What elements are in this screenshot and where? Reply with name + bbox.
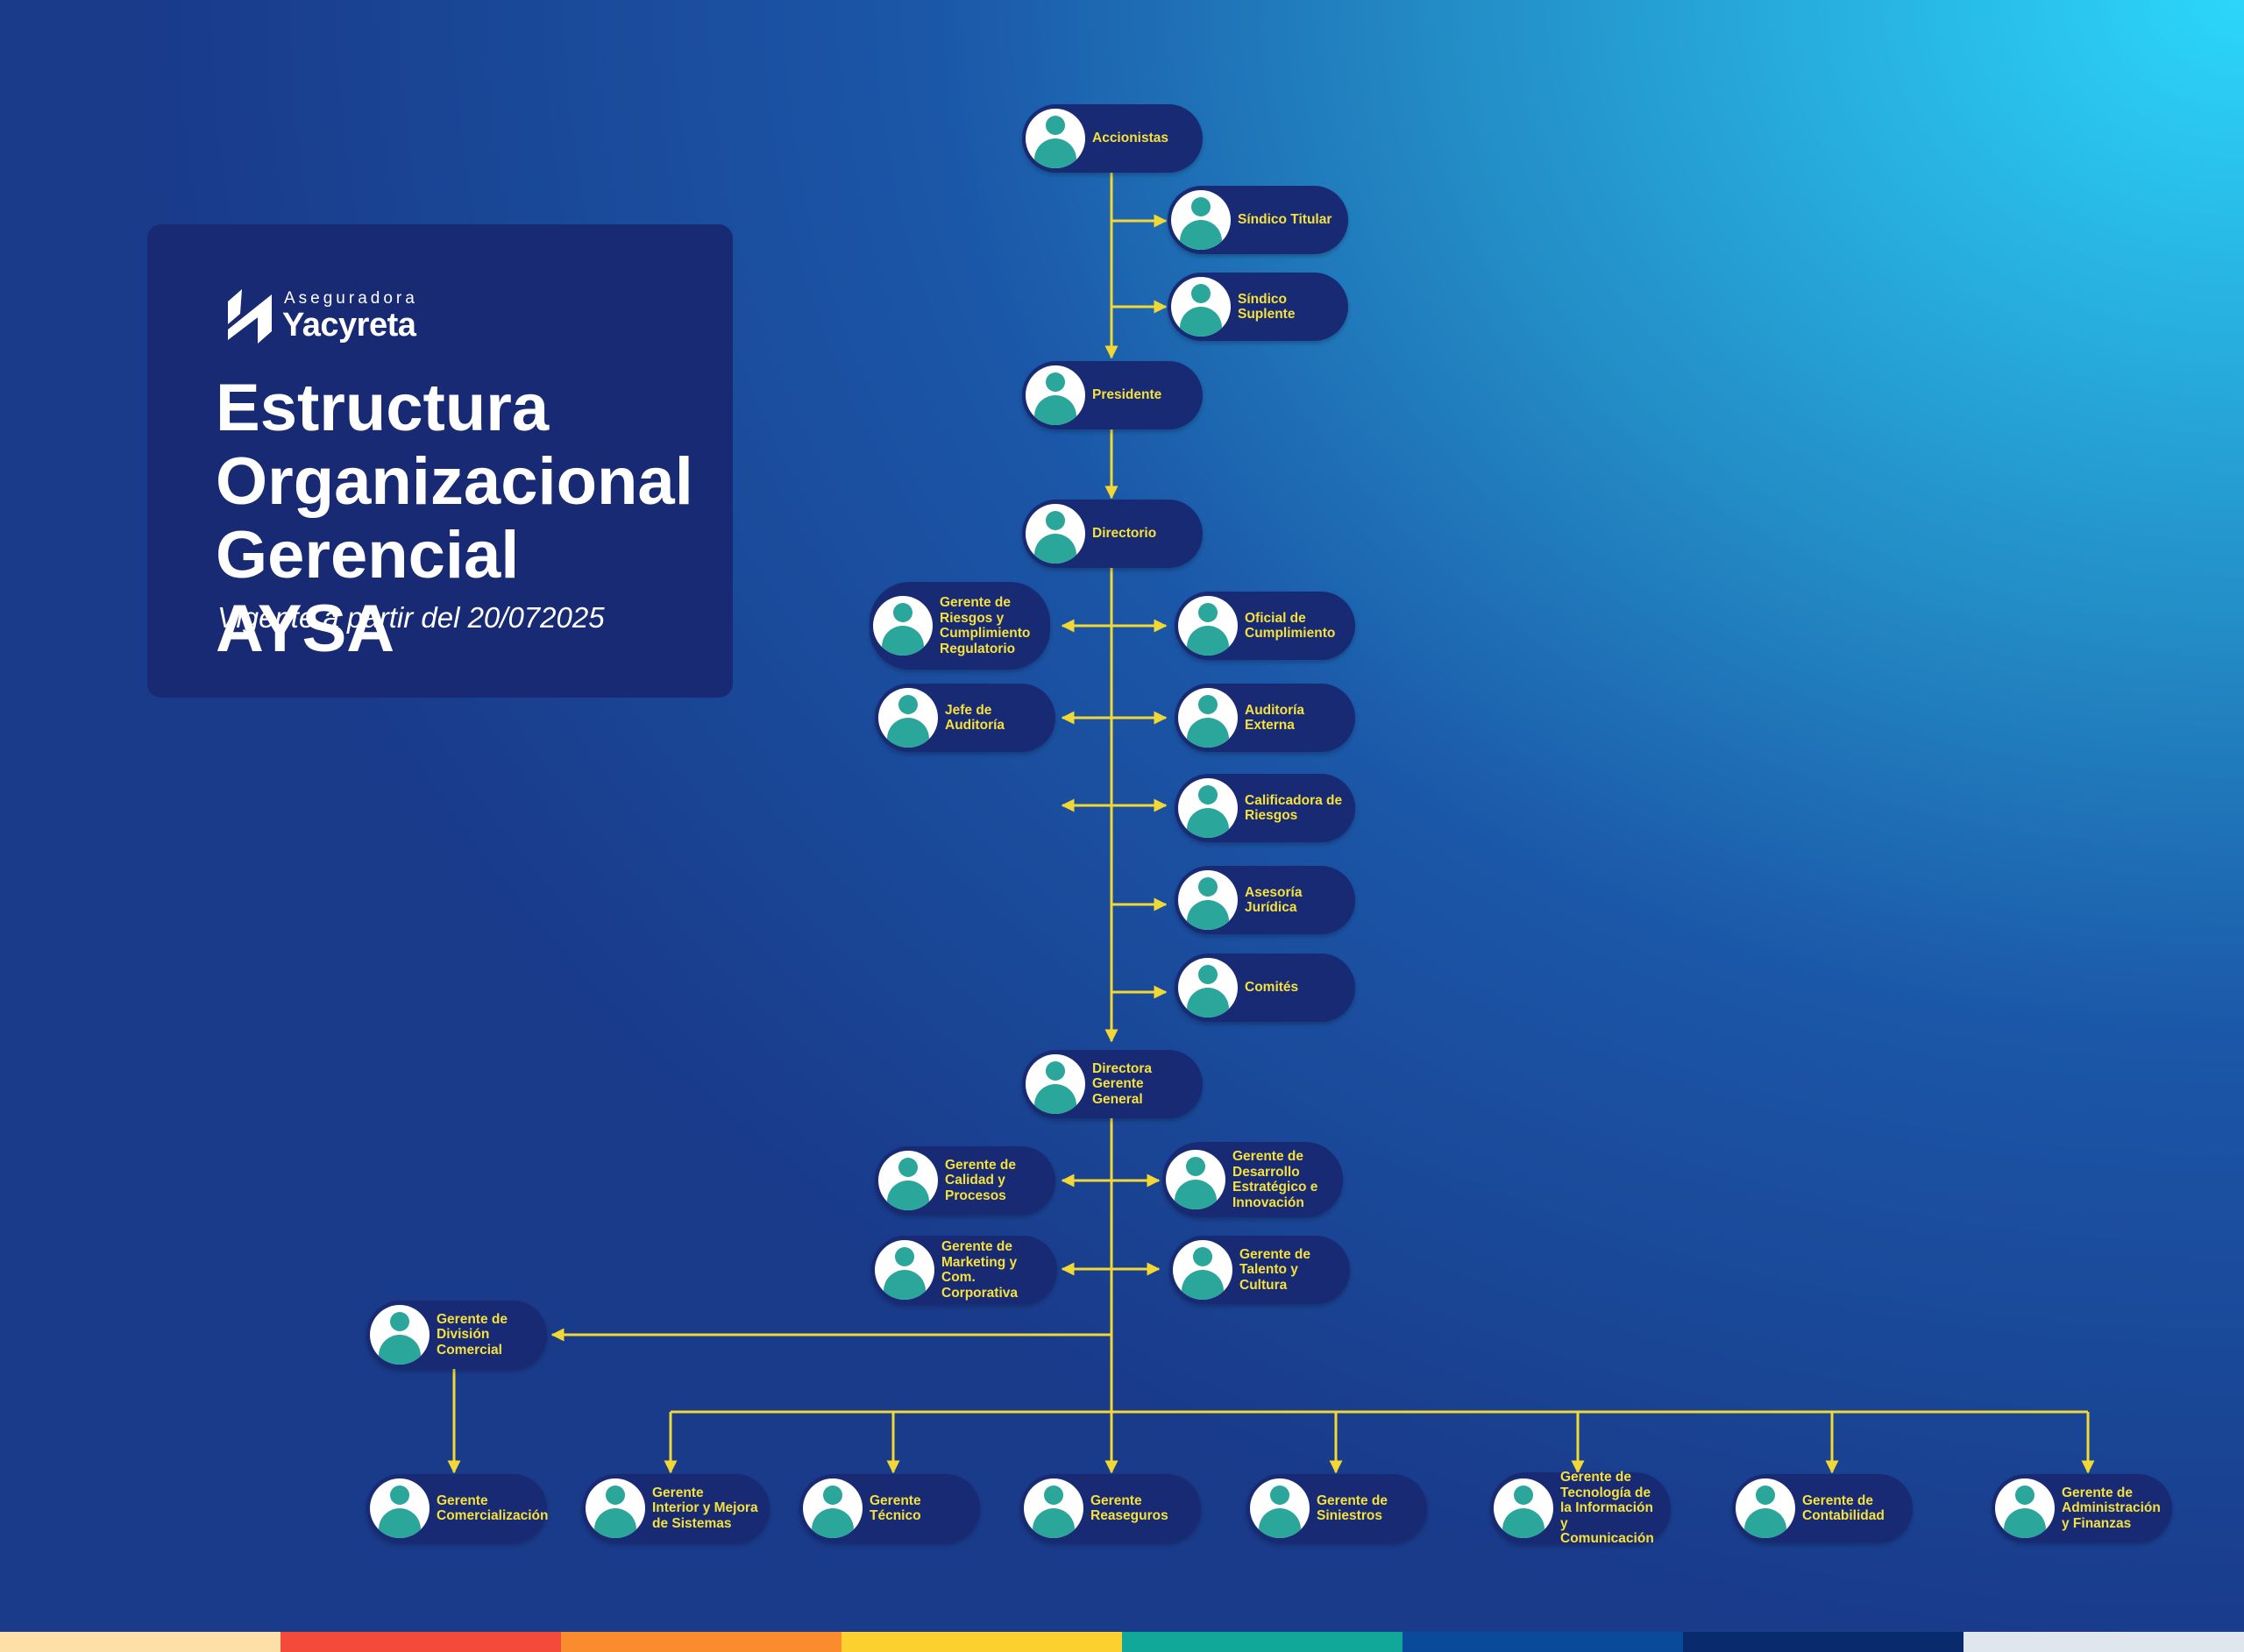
node-label: Directora Gerente General [1092, 1060, 1153, 1107]
person-icon [1494, 1478, 1553, 1538]
node-label: Gerente Reaseguros [1090, 1492, 1168, 1524]
node-gerente-division-comercial: Gerente de División Comercial [366, 1301, 547, 1369]
person-icon [1171, 277, 1231, 337]
node-gerente-administracion: Gerente de Administración y Finanzas [1992, 1474, 2172, 1542]
node-label: Directorio [1092, 526, 1157, 542]
node-calificadora-riesgos: Calificadora de Riesgos [1175, 774, 1355, 842]
title-card: Aseguradora Yacyreta Estructura Organiza… [147, 224, 733, 698]
node-label: Gerente de Talento y Cultura [1239, 1246, 1310, 1293]
color-bar-segment [1964, 1632, 2244, 1652]
logo-small-text: Aseguradora [284, 289, 418, 308]
person-icon [1736, 1478, 1795, 1538]
logo-large-text: Yacyreta [282, 307, 416, 344]
node-gerente-reaseguros: Gerente Reaseguros [1020, 1474, 1201, 1542]
node-presidente: Presidente [1022, 361, 1203, 429]
node-auditoria-externa: Auditoría Externa [1175, 684, 1355, 752]
node-label: Síndico Suplente [1238, 291, 1296, 323]
node-gerente-tecnologia: Gerente de Tecnología de la Información … [1490, 1470, 1671, 1547]
bottom-color-bar [0, 1632, 2244, 1652]
person-icon [878, 1151, 938, 1210]
node-label: Jefe de Auditoría [945, 702, 1005, 734]
node-label: Comités [1245, 980, 1299, 996]
node-oficial-cumplimiento: Oficial de Cumplimiento [1175, 592, 1355, 660]
person-icon [875, 1240, 934, 1300]
color-bar-segment [1402, 1632, 1683, 1652]
node-gerente-calidad: Gerente de Calidad y Procesos [875, 1146, 1055, 1215]
node-asesoria-juridica: Asesoría Jurídica [1175, 866, 1355, 934]
person-icon [1026, 1054, 1085, 1114]
person-icon [1178, 688, 1238, 748]
node-label: Gerente de Desarrollo Estratégico e Inno… [1232, 1149, 1318, 1210]
person-icon [1171, 190, 1231, 250]
node-label: Presidente [1092, 387, 1162, 403]
node-label: Síndico Titular [1238, 212, 1332, 228]
node-label: Gerente Interior y Mejora de Sistemas [652, 1485, 758, 1531]
node-label: Asesoría Jurídica [1245, 884, 1303, 916]
node-label: Gerente de División Comercial [437, 1311, 508, 1358]
page-title: Estructura Organizacional Gerencial AYSA [216, 371, 693, 666]
person-icon [1178, 958, 1238, 1017]
node-label: Gerente de Contabilidad [1802, 1492, 1885, 1524]
node-label: Gerente Técnico [870, 1492, 921, 1524]
person-icon [370, 1305, 430, 1365]
color-bar-segment [561, 1632, 842, 1652]
person-icon [1250, 1478, 1310, 1538]
node-label: Gerente de Calidad y Procesos [945, 1157, 1016, 1203]
node-sindico-titular: Síndico Titular [1168, 186, 1348, 254]
node-label: Gerente de Riesgos y Cumplimiento Regula… [940, 595, 1031, 656]
person-icon [1166, 1150, 1225, 1209]
color-bar-segment [1122, 1632, 1402, 1652]
node-label: Accionistas [1092, 131, 1169, 146]
node-gerente-tecnico: Gerente Técnico [799, 1474, 980, 1542]
person-icon [1995, 1478, 2055, 1538]
node-gerente-siniestros: Gerente de Siniestros [1246, 1474, 1427, 1542]
node-gerente-desarrollo: Gerente de Desarrollo Estratégico e Inno… [1162, 1142, 1343, 1217]
person-icon [370, 1478, 430, 1538]
person-icon [803, 1478, 863, 1538]
node-gerente-riesgos: Gerente de Riesgos y Cumplimiento Regula… [870, 582, 1050, 670]
node-gerente-talento: Gerente de Talento y Cultura [1169, 1236, 1350, 1304]
node-label: Gerente de Siniestros [1317, 1492, 1388, 1524]
person-icon [1026, 504, 1085, 564]
color-bar-segment [0, 1632, 280, 1652]
node-label: Gerente de Administración y Finanzas [2062, 1485, 2161, 1531]
node-jefe-auditoria: Jefe de Auditoría [875, 684, 1055, 752]
node-label: Calificadora de Riesgos [1245, 792, 1343, 824]
node-gerente-comercializacion: Gerente Comercialización [366, 1474, 549, 1542]
logo-mark-icon [228, 289, 272, 344]
node-accionistas: Accionistas [1022, 104, 1203, 173]
node-label: Gerente Comercialización [437, 1492, 549, 1524]
node-label: Auditoría Externa [1245, 702, 1305, 734]
node-gerente-interior: Gerente Interior y Mejora de Sistemas [582, 1474, 770, 1542]
node-gerente-marketing: Gerente de Marketing y Com. Corporativa [871, 1236, 1057, 1304]
person-icon [878, 688, 938, 748]
color-bar-segment [1683, 1632, 1964, 1652]
node-sindico-suplente: Síndico Suplente [1168, 273, 1348, 341]
person-icon [1026, 109, 1085, 168]
company-logo: Aseguradora Yacyreta [224, 287, 417, 345]
node-label: Gerente de Marketing y Com. Corporativa [941, 1239, 1018, 1301]
color-bar-segment [280, 1632, 561, 1652]
person-icon [1026, 365, 1085, 425]
node-comites: Comités [1175, 954, 1355, 1022]
node-directorio: Directorio [1022, 500, 1203, 568]
person-icon [1178, 870, 1238, 930]
node-label: Gerente de Tecnología de la Información … [1560, 1470, 1654, 1547]
person-icon [1178, 596, 1238, 656]
person-icon [873, 596, 933, 656]
page-subtitle: Vigente a partir del 20/072025 [217, 601, 605, 634]
person-icon [1173, 1240, 1232, 1300]
person-icon [1178, 778, 1238, 838]
node-gerente-contabilidad: Gerente de Contabilidad [1732, 1474, 1913, 1542]
color-bar-segment [842, 1632, 1122, 1652]
node-label: Oficial de Cumplimiento [1245, 610, 1336, 642]
person-icon [1024, 1478, 1083, 1538]
person-icon [586, 1478, 645, 1538]
node-directora-gerente-general: Directora Gerente General [1022, 1050, 1203, 1118]
